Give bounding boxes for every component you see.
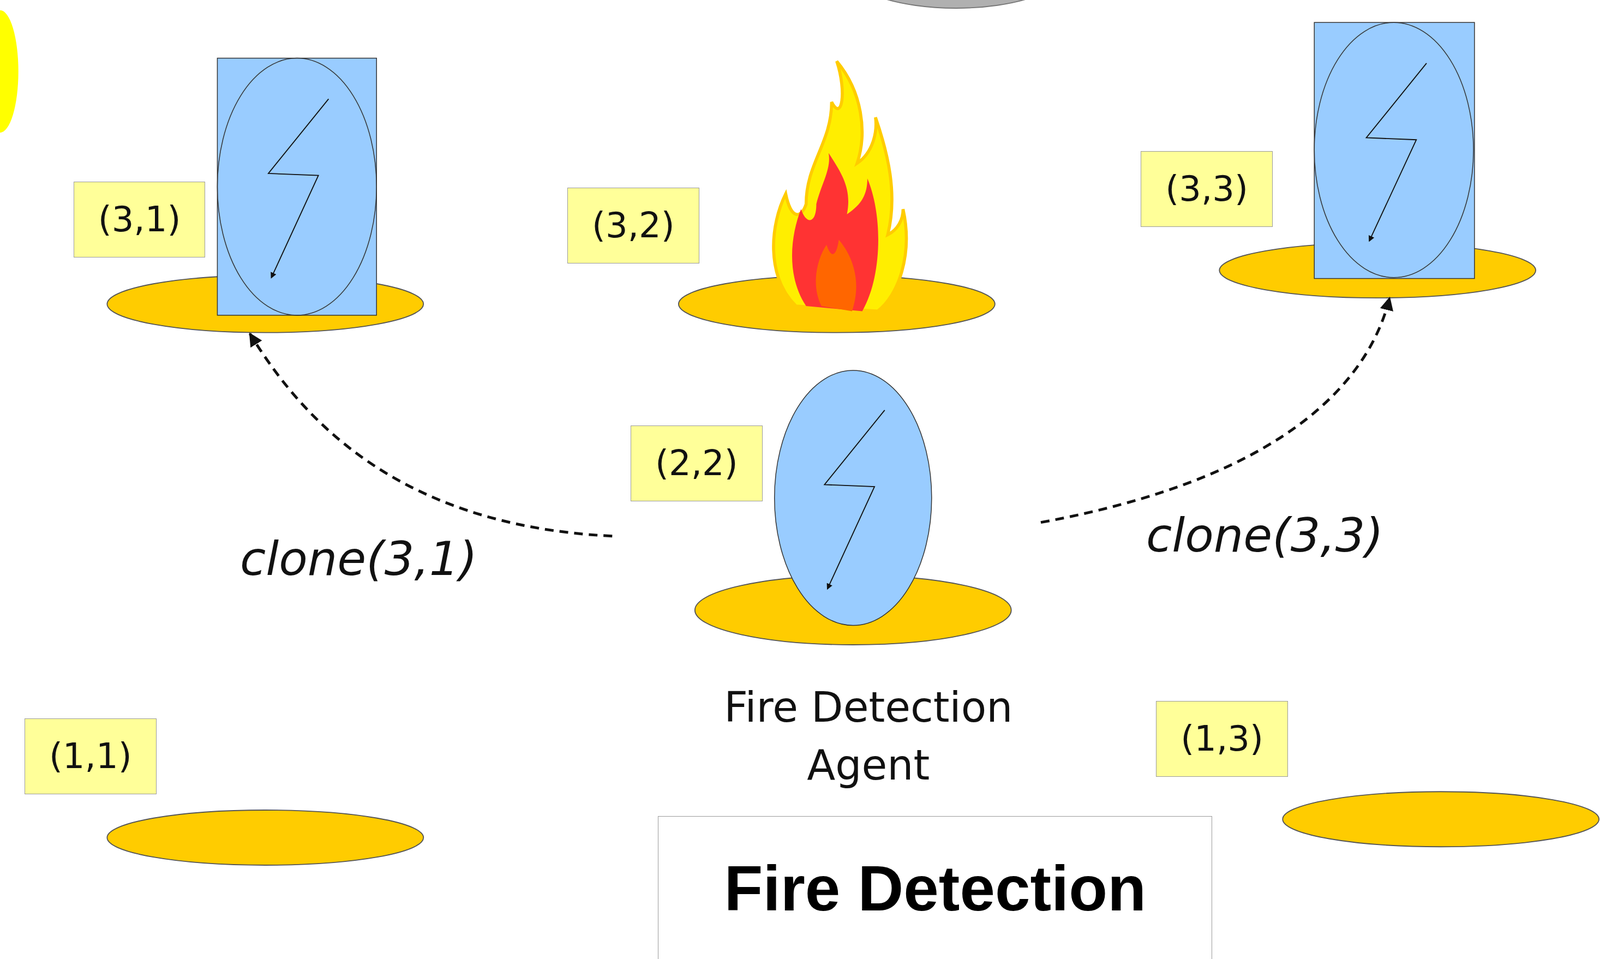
clone-connector [249, 333, 613, 537]
place-label: (1,1) [24, 718, 157, 795]
place-label: (2,2) [630, 425, 763, 502]
title-text: Fire Detection [724, 852, 1147, 926]
place-node: (1,3) [1155, 700, 1598, 847]
fire-icon [773, 61, 907, 311]
clone-connector [1040, 297, 1390, 523]
place-node: (1,1) [24, 718, 424, 866]
agent-original [774, 370, 932, 626]
agent-clone [1314, 22, 1475, 279]
agent-caption: Fire Detection Agent [699, 678, 1038, 795]
agent-clone [217, 58, 377, 316]
platform [106, 810, 424, 866]
platform [1282, 791, 1599, 847]
title-box: Fire Detection [657, 816, 1213, 959]
place-label: (3,3) [1140, 151, 1273, 227]
place-node: (2,2) Fire Detection Agent [612, 369, 1041, 797]
sun-shape [0, 10, 19, 133]
connector-label: clone(3,1) [236, 530, 481, 587]
place-label: (3,2) [567, 187, 700, 264]
top-shape [843, 0, 1069, 9]
place-node: (3,3) [1140, 22, 1536, 298]
connector-label: clone(3,3) [1142, 507, 1387, 564]
place-label: (1,3) [1155, 700, 1288, 777]
place-node: (3,1) [73, 58, 424, 334]
place-node: (3,2) [567, 61, 996, 334]
place-label: (3,1) [73, 181, 206, 258]
